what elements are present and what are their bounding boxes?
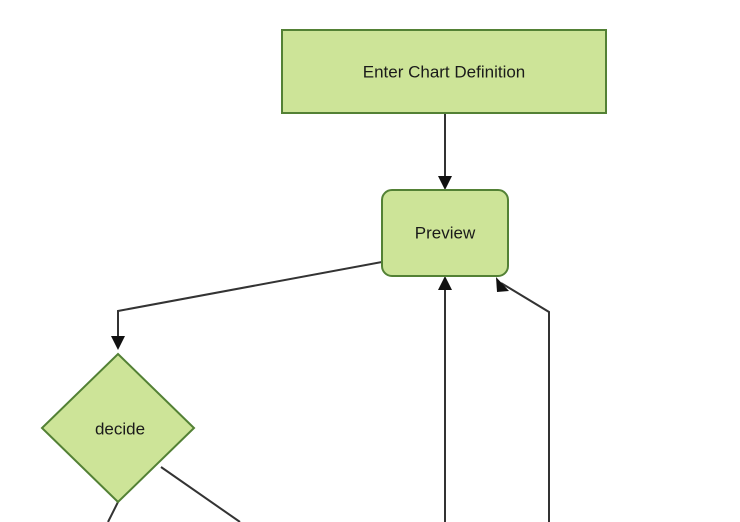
enter-chart-definition-shape: [281, 29, 607, 114]
enter-chart-definition-label: Enter Chart Definition: [363, 62, 526, 81]
arrow-head-icon: [438, 276, 452, 290]
arrow-head-icon: [438, 176, 452, 190]
decide-shape: [40, 352, 196, 504]
edge-layer: [107, 113, 550, 522]
node-preview[interactable]: Preview: [381, 189, 509, 277]
edge-enter-to-preview[interactable]: [438, 113, 452, 190]
node-decide[interactable]: decide: [40, 352, 196, 504]
arrow-head-icon: [496, 277, 509, 292]
node-enter-chart-definition[interactable]: Enter Chart Definition: [281, 29, 607, 114]
edge-preview-to-decide-line: [117, 261, 383, 338]
edge-bottom-right-to-preview[interactable]: [496, 277, 550, 522]
edge-bottom-center-to-preview[interactable]: [438, 276, 452, 522]
preview-shape: [381, 189, 509, 277]
arrow-head-icon: [111, 336, 125, 350]
edge-decide-bottom-left[interactable]: [107, 501, 119, 522]
edge-decide-bottom-right-line: [160, 466, 241, 522]
edge-decide-bottom-left-line: [107, 501, 119, 522]
edge-decide-bottom-right[interactable]: [160, 466, 241, 522]
edge-bottom-right-to-preview-line: [500, 282, 550, 522]
decide-label: decide: [95, 419, 145, 438]
preview-label: Preview: [415, 223, 476, 242]
edge-preview-to-decide[interactable]: [111, 261, 383, 350]
